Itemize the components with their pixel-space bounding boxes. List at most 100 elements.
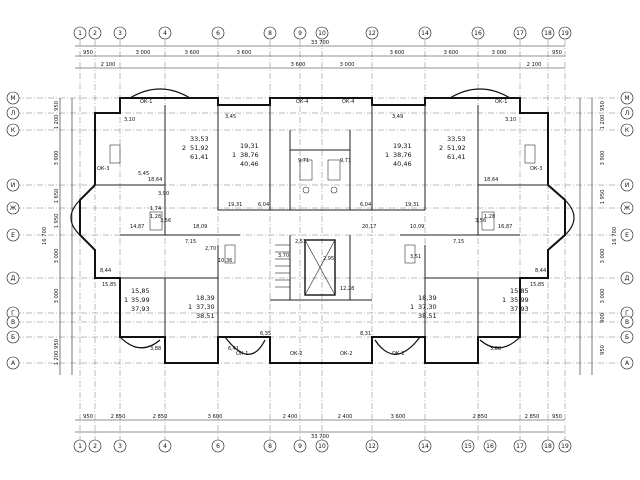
window-label: ОК-1 (236, 351, 248, 357)
dim-top-2: 3 000 (136, 50, 151, 56)
dim-left-1: 950 (54, 101, 60, 111)
axis-bottom-8: 8 (268, 443, 272, 450)
axis-left-a: А (11, 360, 16, 367)
axis-bottom-18: 18 (544, 443, 552, 450)
room-area: 20,17 (362, 224, 376, 230)
dim-left-5: 1 950 (54, 214, 60, 229)
room-area: 14,87 (130, 224, 144, 230)
apt-rooms: 1 (410, 303, 414, 311)
room-area: 12,28 (340, 286, 354, 292)
top-axis-markers (73, 26, 572, 40)
axis-left-v: В (11, 319, 15, 326)
axis-right-l: Л (625, 110, 630, 117)
room-area: 9,71 (340, 158, 351, 164)
right-axis-labels: М Л К И Ж Е Д Г В Б А (624, 95, 631, 367)
room-area: 6,35 (260, 331, 271, 337)
axis-right-m: М (624, 95, 629, 102)
apt-area-b: 51,92 (447, 144, 466, 152)
axis-top-9: 9 (298, 30, 302, 37)
axis-bottom-9: 9 (298, 443, 302, 450)
dim-left-overall: 16 700 (42, 227, 48, 245)
room-area: 16,87 (498, 224, 512, 230)
room-area: 3,56 (475, 218, 486, 224)
dim-bottom-10: 950 (552, 414, 562, 420)
room-area: 2,51 (295, 239, 306, 245)
apt-area-a: 19,31 (393, 142, 412, 150)
room-area: 3,49 (392, 114, 403, 120)
apt-rooms: 1 (385, 151, 389, 159)
window-label: ОК-3 (530, 166, 542, 172)
apt-area-b: 51,92 (190, 144, 209, 152)
dim-left-8: 950 (54, 339, 60, 349)
dim-bottom-8: 2 850 (473, 414, 488, 420)
apt-rooms: 1 (502, 296, 506, 304)
apt-area-a: 33,53 (447, 135, 466, 143)
axis-top-4: 4 (163, 30, 167, 37)
axis-right-d: Д (625, 275, 630, 282)
apartment-labels: 33,53 2 51,92 61,41 19,31 1 38,76 40,46 … (124, 135, 529, 320)
dim-top2-4: 2 100 (527, 62, 542, 68)
room-area: 8,44 (535, 268, 546, 274)
apt-bottom-center-left: 18,39 1 37,30 38,51 (188, 294, 215, 320)
axis-top-18: 18 (544, 30, 552, 37)
room-area: 3,10 (124, 117, 135, 123)
dim-bottom-2: 2 850 (111, 414, 126, 420)
room-area: 3,88 (490, 346, 501, 352)
apt-area-b: 35,99 (510, 296, 529, 304)
apt-area-c: 61,41 (190, 153, 209, 161)
axis-top-16: 16 (474, 30, 482, 37)
axis-top-14: 14 (421, 30, 429, 37)
window-label: ОК-4 (342, 99, 354, 105)
apt-rooms: 1 (124, 296, 128, 304)
axis-bottom-12: 12 (368, 443, 376, 450)
dim-top-1: 950 (83, 50, 93, 56)
room-area: 18,09 (193, 224, 207, 230)
room-area: 7,15 (453, 239, 464, 245)
room-area: 7,15 (185, 239, 196, 245)
axis-left-e: Е (11, 232, 15, 239)
room-area: 1,74 (150, 206, 161, 212)
apt-area-a: 15,85 (131, 287, 150, 295)
window-label: ОК-2 (340, 351, 352, 357)
apt-area-c: 38,51 (196, 312, 215, 320)
dim-top-6: 3 600 (444, 50, 459, 56)
apt-rooms: 1 (188, 303, 192, 311)
dim-left-4: 1 650 (54, 189, 60, 204)
dim-left-6: 3 000 (54, 249, 60, 264)
window-labels: ОК-1 ОК-4 ОК-4 ОК-1 ОК-1 ОК-1 ОК-3 ОК-3 … (97, 99, 542, 357)
apt-area-a: 19,31 (240, 142, 259, 150)
apt-top-center-right: 19,31 1 38,76 40,46 (385, 142, 412, 168)
room-area: 3,88 (150, 346, 161, 352)
bay-windows (70, 88, 575, 355)
dim-top-3: 3 600 (185, 50, 200, 56)
dim-bottom-5: 2 400 (283, 414, 298, 420)
axis-left-k: К (11, 127, 16, 134)
apt-area-c: 37,93 (510, 305, 529, 313)
apt-bottom-right: 15,85 1 35,99 37,93 (502, 287, 529, 313)
axis-top-10: 10 (318, 30, 326, 37)
dim-bottom-3: 2 850 (153, 414, 168, 420)
dim-bottom-7: 3 600 (391, 414, 406, 420)
axis-left-l: Л (11, 110, 16, 117)
axis-top-17: 17 (516, 30, 524, 37)
room-area: 3,45 (225, 114, 236, 120)
room-area: 15,85 (530, 282, 544, 288)
room-area: 2,95 (323, 256, 334, 262)
right-axis-markers (620, 91, 634, 370)
apt-bottom-left: 15,85 1 35,99 37,93 (124, 287, 150, 313)
apt-rooms: 1 (232, 151, 236, 159)
axis-bottom-6: 6 (216, 443, 220, 450)
axis-top-3: 3 (118, 30, 122, 37)
dim-right-5: 3 000 (600, 249, 606, 264)
apt-area-a: 15,85 (510, 287, 529, 295)
bottom-dimensions: 950 2 850 2 850 3 600 2 400 2 400 3 600 … (83, 414, 562, 440)
apt-bottom-center-right: 18,39 1 37,30 38,51 (410, 294, 437, 320)
room-area: 15,85 (102, 282, 116, 288)
room-area: 6,04 (360, 202, 371, 208)
room-area: 10,09 (410, 224, 424, 230)
window-label: ОК-1 (495, 99, 507, 105)
room-area: 6,04 (258, 202, 269, 208)
axis-right-e: Е (625, 232, 629, 239)
axis-bottom-4: 4 (163, 443, 167, 450)
